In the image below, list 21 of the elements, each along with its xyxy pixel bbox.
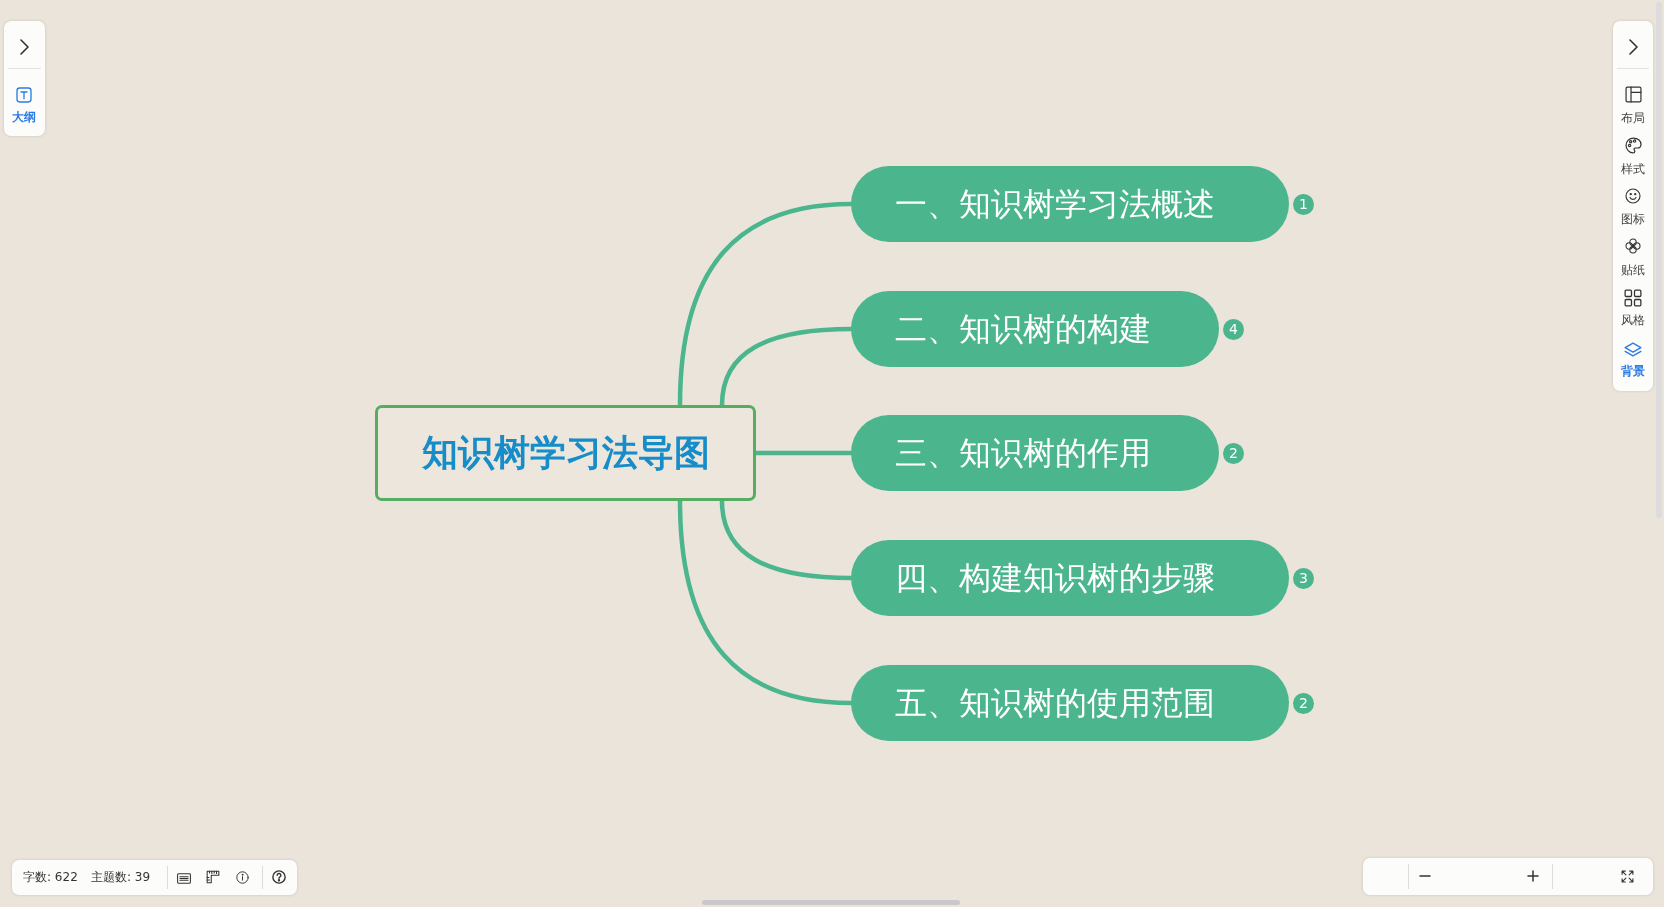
sidebar-tool-label: 风格 xyxy=(1621,313,1645,327)
central-topic-box xyxy=(375,405,756,501)
child-count-marker: 2 xyxy=(1293,692,1314,714)
word-count-text: 字数: 622 xyxy=(23,870,78,884)
topic-text: 四、构建知识树的步骤 xyxy=(895,558,1215,598)
child-count-marker: 1 xyxy=(1293,193,1314,215)
central-topic-text: 知识树学习法导图 xyxy=(421,431,710,475)
topic-text: 一、知识树学习法概述 xyxy=(895,184,1215,224)
sidebar-tool-label: 布局 xyxy=(1621,111,1645,125)
topic-text: 三、知识树的作用 xyxy=(895,433,1151,473)
topic-text: 二、知识树的构建 xyxy=(895,309,1151,349)
child-count-marker: 2 xyxy=(1223,442,1244,464)
sidebar-tool-label: 样式 xyxy=(1621,161,1645,176)
child-count-marker: 3 xyxy=(1293,567,1314,589)
sidebar-tab-label: 大纲 xyxy=(12,110,36,124)
sidebar-tool-label: 图标 xyxy=(1621,212,1645,226)
sidebar-tool-label: 贴纸 xyxy=(1621,262,1645,277)
topic-count-text: 主题数: 39 xyxy=(91,870,151,884)
sidebar-tool-label: 背景 xyxy=(1621,363,1645,378)
child-count-marker: 4 xyxy=(1223,318,1244,340)
topic-text: 五、知识树的使用范围 xyxy=(895,683,1215,723)
